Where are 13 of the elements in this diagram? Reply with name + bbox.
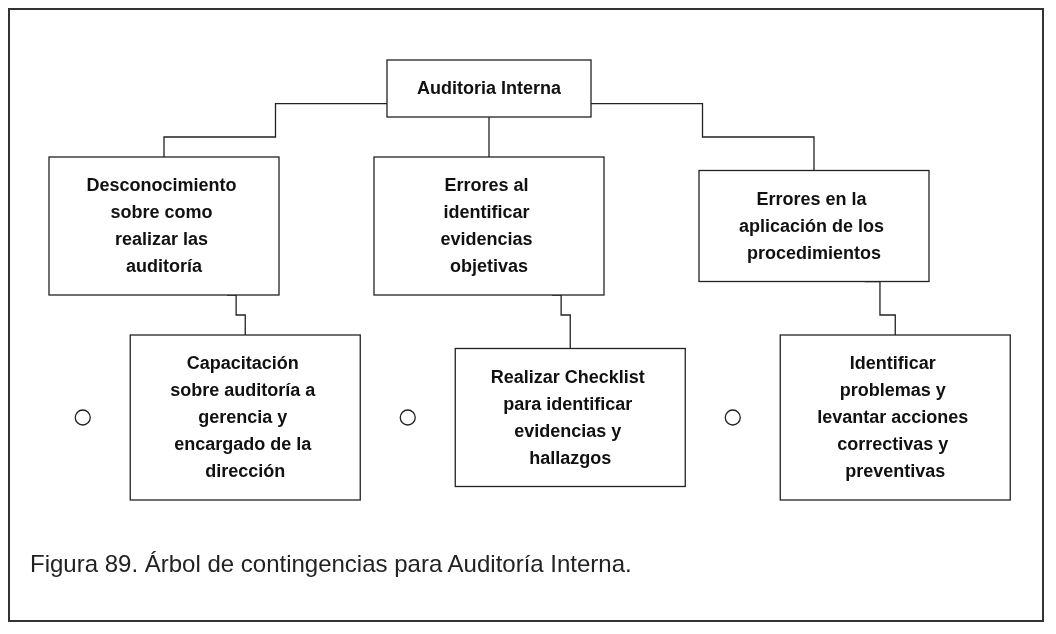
node-circle: [725, 409, 742, 426]
connector: [488, 116, 491, 158]
node-box: Errores en la aplicación de los procedimientos: [698, 169, 931, 283]
node-circle: [74, 409, 92, 426]
node-box: Realizar Checklist para identificar evidencias y hallazgos: [455, 347, 687, 488]
node-box: Auditoria Interna: [386, 59, 593, 118]
node-box: Errores al identificar evidencias objetivas: [373, 156, 606, 296]
node-box: Desconocimiento sobre como realizar las auditoría: [48, 156, 281, 296]
figure-caption: Figura 89. Árbol de contingencias para Auditoría Interna.: [30, 550, 632, 578]
node-box: Identificar problemas y levantar acciones correctivas y preventivas: [780, 334, 1012, 501]
node-box: Capacitación sobre auditoría a gerencia y encargado de la dirección: [130, 334, 362, 501]
connector: [163, 103, 388, 158]
node-circle: [400, 409, 417, 426]
